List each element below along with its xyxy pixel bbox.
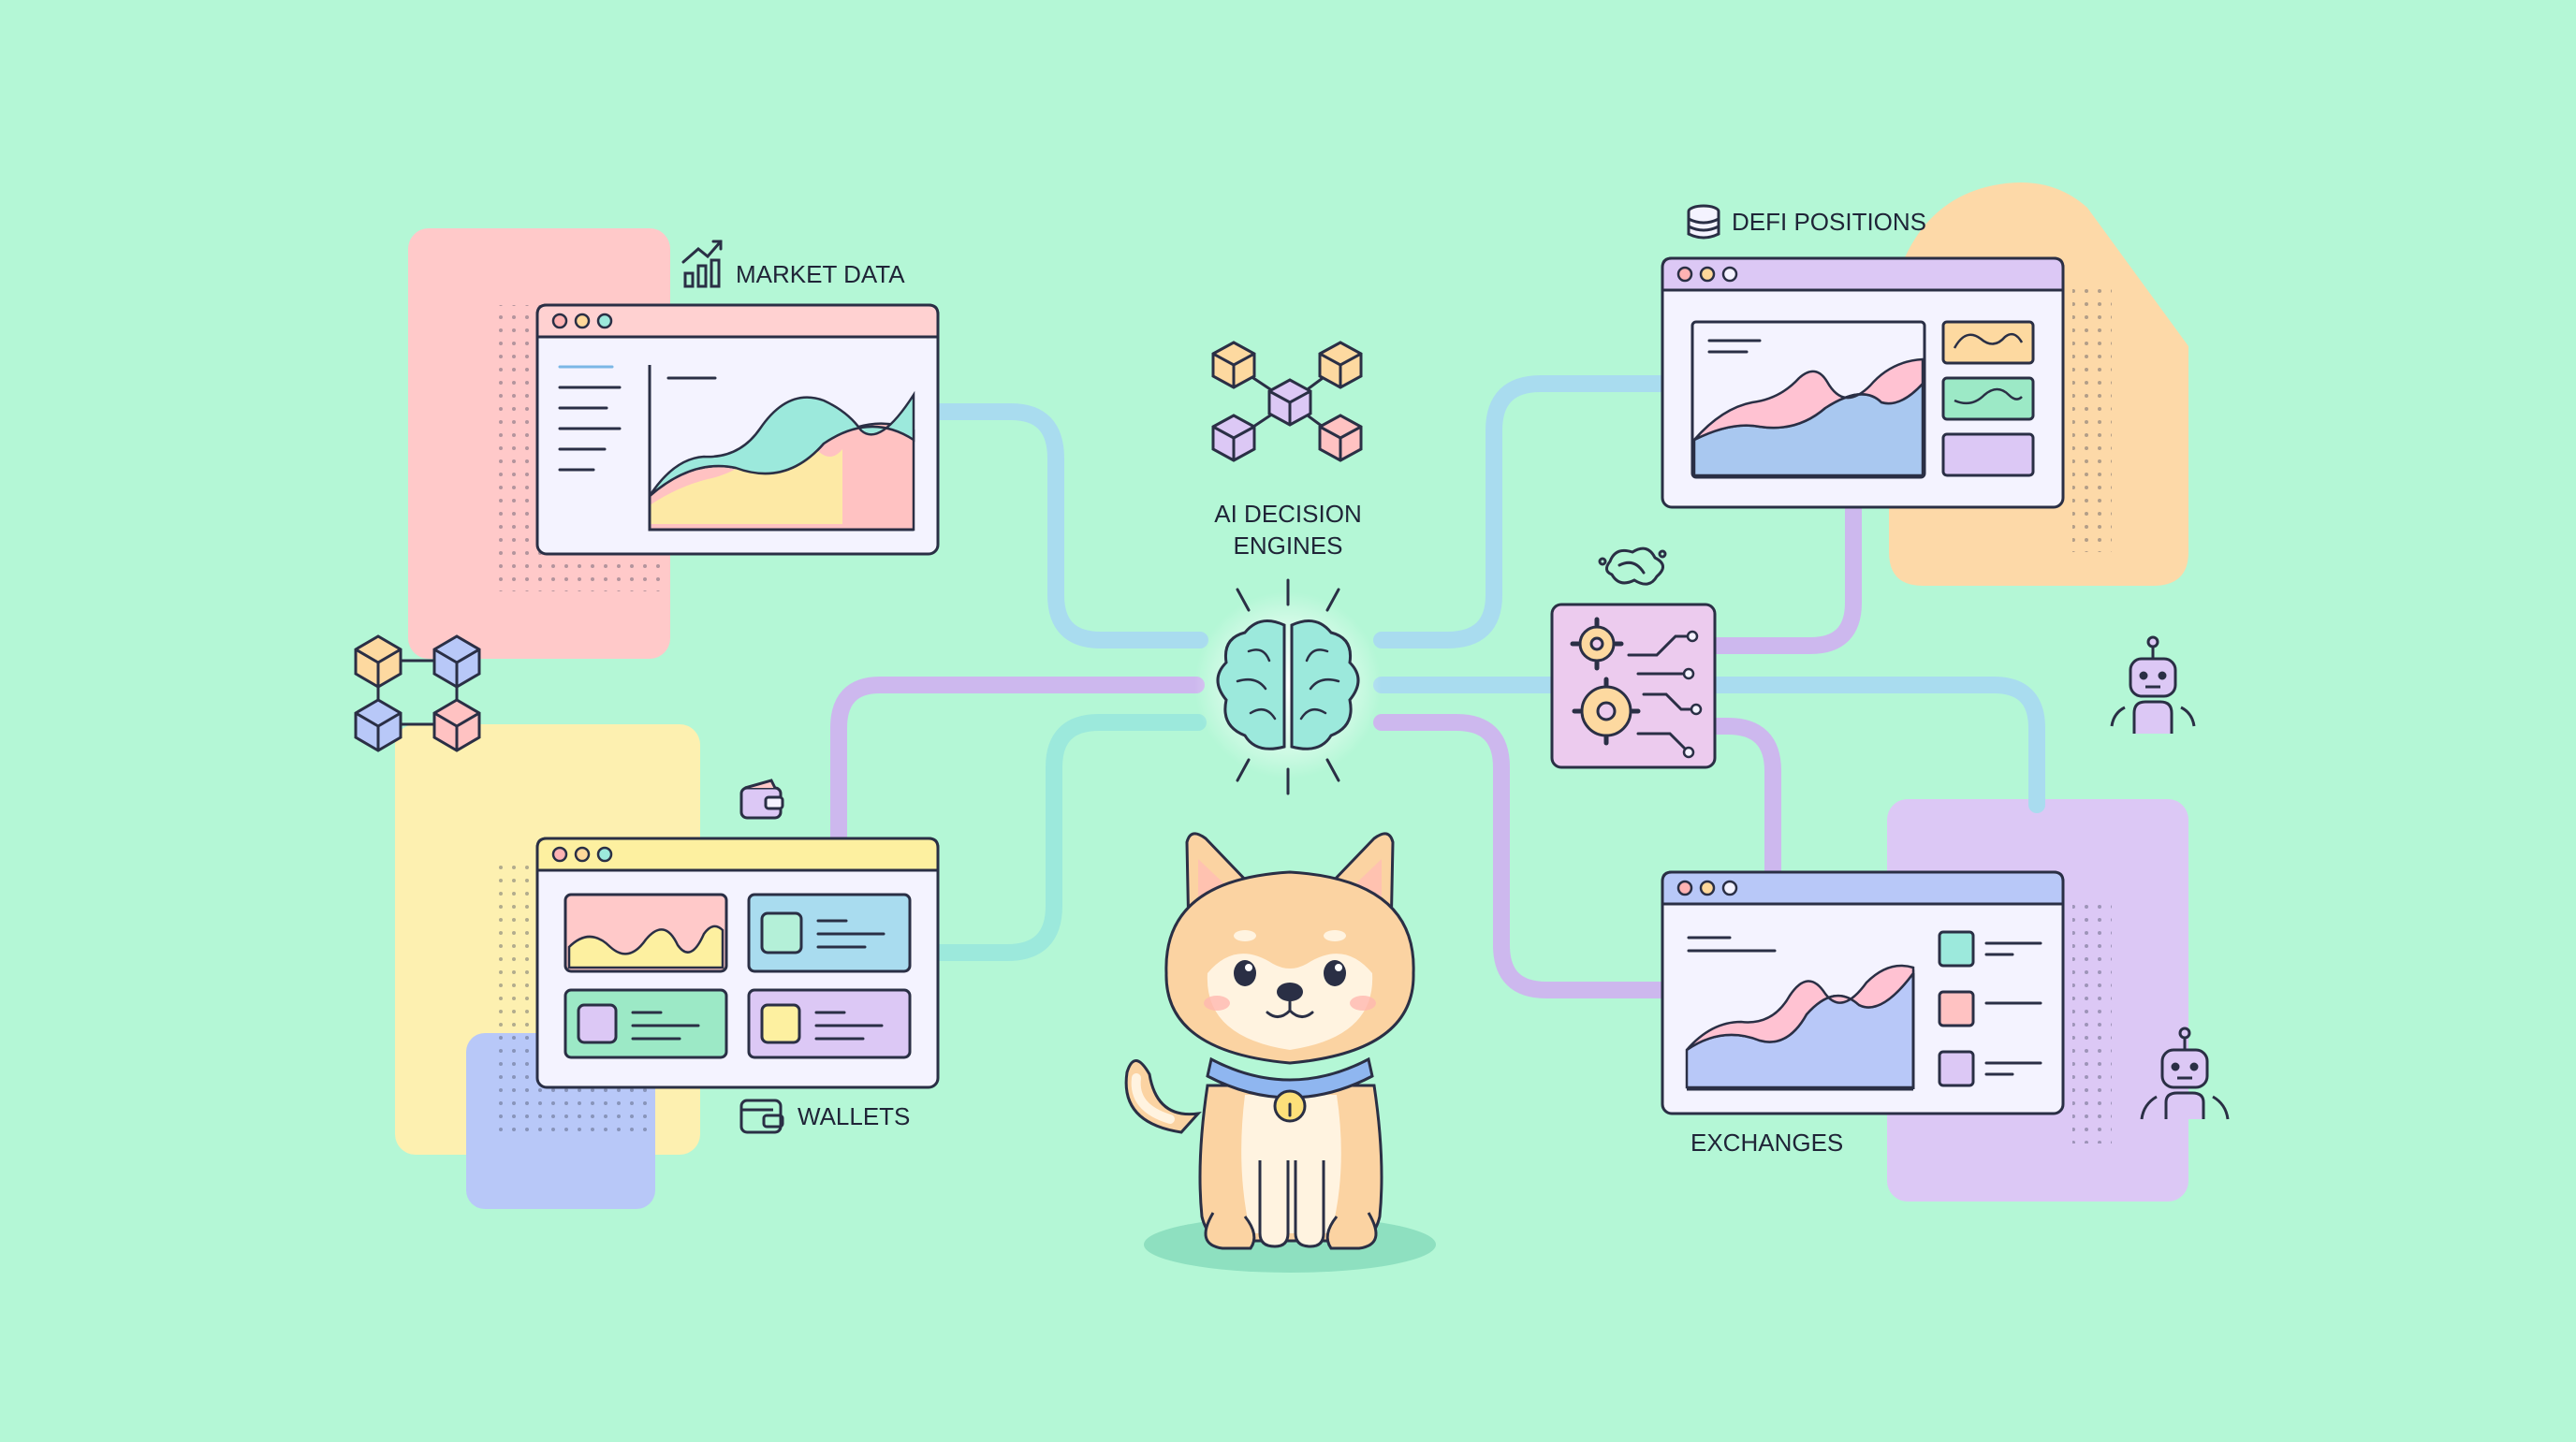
window-dot	[551, 846, 568, 863]
window-titlebar	[535, 837, 940, 872]
defi-label-group: DEFI POSITIONS	[1687, 204, 1926, 240]
window-dot	[1676, 880, 1693, 896]
connector-gears-right	[1705, 677, 2045, 813]
blockchain-cubes-icon	[1211, 341, 1363, 462]
connector-exchanges	[1373, 714, 1673, 998]
window-dot	[1721, 880, 1738, 896]
connector-gears-exchanges	[1705, 718, 1781, 882]
wallet-icon	[739, 1099, 784, 1134]
window-titlebar	[1661, 256, 2065, 292]
window-dot	[596, 313, 613, 329]
wallets-window	[535, 837, 940, 1089]
tile-square	[760, 911, 803, 954]
exchange-list-square	[1938, 930, 1975, 968]
connectors	[830, 375, 2045, 998]
connector-defi	[1373, 375, 1673, 648]
dot-pattern	[2072, 898, 2112, 1143]
shiba-dog-mascot	[1124, 832, 1436, 1273]
connector-market-data	[929, 403, 1208, 648]
window-dot	[1699, 266, 1716, 283]
brain-icon	[1194, 578, 1382, 795]
label-wallets: WALLETS	[798, 1102, 910, 1130]
exchanges-window	[1661, 870, 2065, 1115]
window-dot	[1676, 266, 1693, 283]
connector-wallets-teal	[929, 714, 1207, 961]
tile-square	[577, 1003, 618, 1044]
tile-square	[760, 1003, 801, 1044]
defi-area-pink	[1693, 357, 1925, 442]
robot-icon	[2140, 1027, 2230, 1120]
defi-tile	[1941, 376, 2035, 421]
market-data-label-group: MARKET DATA	[681, 240, 905, 288]
window-dot	[574, 846, 591, 863]
connector-gears-defi	[1705, 499, 1862, 654]
window-dot	[596, 846, 613, 863]
tile-chart-fill	[567, 925, 724, 969]
dot-pattern	[2072, 281, 2112, 552]
label-exchanges: EXCHANGES	[1690, 1129, 1843, 1157]
defi-tile	[1941, 432, 2035, 477]
market-data-window	[535, 303, 940, 556]
label-ai-decision-line1: AI DECISION	[1214, 500, 1361, 528]
blockchain-cubes-icon	[354, 634, 481, 752]
window-titlebar	[1661, 870, 2065, 906]
wallets-label-group: WALLETS	[739, 1099, 910, 1134]
label-ai-decision-line2: ENGINES	[1233, 532, 1342, 560]
sidebar-lines	[558, 365, 622, 472]
exchange-list-square	[1938, 1050, 1975, 1087]
label-defi-positions: DEFI POSITIONS	[1732, 208, 1926, 236]
gears-circuit-icon	[1550, 603, 1717, 769]
network-knot-icon	[1598, 546, 1667, 586]
chart-axes	[648, 365, 914, 532]
window-dot	[574, 313, 591, 329]
window-dot	[551, 313, 568, 329]
robot-icon	[2110, 635, 2196, 734]
defi-positions-window	[1661, 256, 2065, 509]
wallet-icon	[739, 779, 784, 820]
label-market-data: MARKET DATA	[736, 260, 905, 288]
window-dot	[1699, 880, 1716, 896]
window-titlebar	[535, 303, 940, 339]
exchange-list-square	[1938, 990, 1975, 1027]
exchange-axes	[1687, 973, 1915, 1091]
connector-wallets-lavender	[830, 677, 1205, 845]
line-chart-icon	[681, 240, 723, 288]
chart-area-teal	[648, 390, 915, 497]
exchange-area-pink	[1686, 964, 1915, 1052]
window-dot	[1721, 266, 1738, 283]
database-icon	[1687, 204, 1720, 240]
